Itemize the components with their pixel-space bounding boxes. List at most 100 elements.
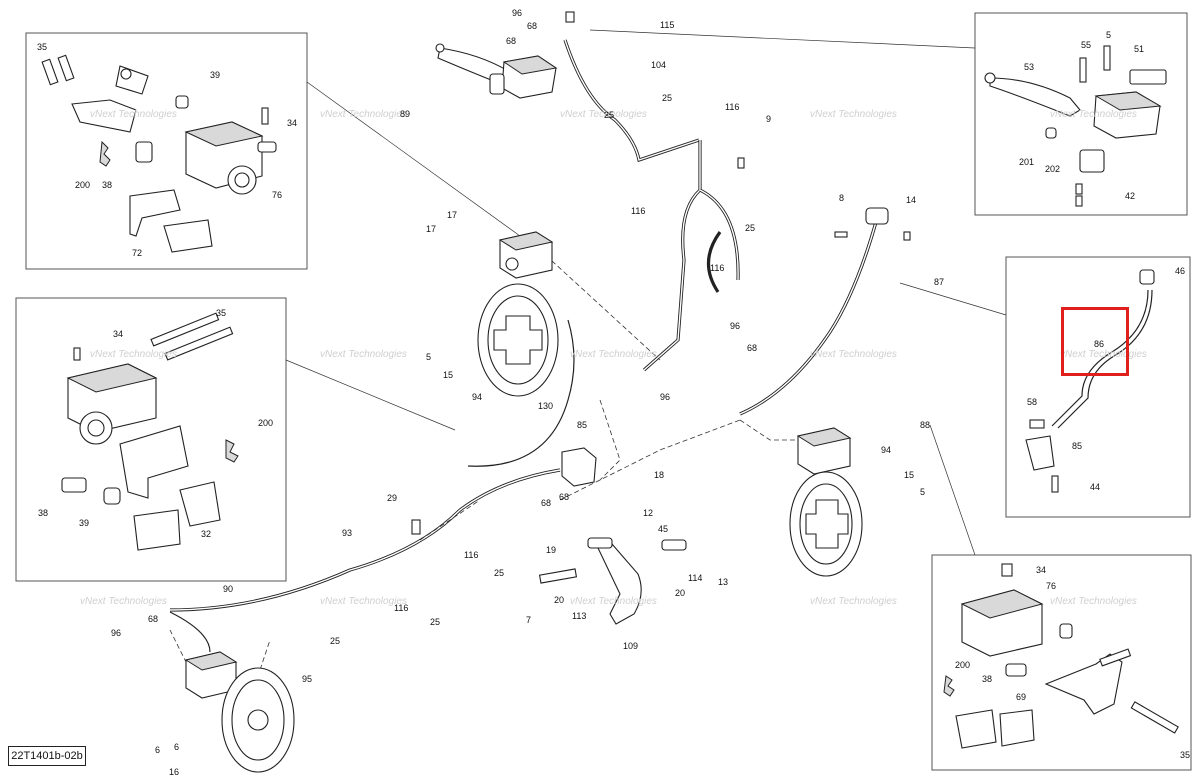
callout: 58 [1027, 397, 1037, 407]
callout: 114 [688, 573, 702, 583]
callout: 202 [1045, 164, 1060, 174]
callout: 8 [839, 193, 844, 203]
callout: 5 [426, 352, 431, 362]
inset-top-left [25, 32, 308, 270]
callout: 32 [201, 529, 211, 539]
callout: 116 [631, 206, 645, 216]
callout: 96 [111, 628, 121, 638]
callout: 20 [675, 588, 685, 598]
callout: 9 [766, 114, 771, 124]
inset-mid-right [1005, 256, 1191, 518]
watermark: vNext Technologies [810, 109, 897, 120]
inset-bottom-right-parts [943, 563, 1179, 749]
callout: 68 [506, 36, 516, 46]
callout: 39 [79, 518, 89, 528]
callout: 55 [1081, 40, 1091, 50]
watermark: vNext Technologies [320, 596, 407, 607]
callout: 38 [102, 180, 112, 190]
callout: 42 [1125, 191, 1135, 201]
callout: 69 [1016, 692, 1026, 702]
callout: 38 [982, 674, 992, 684]
callout: 34 [287, 118, 297, 128]
callout: 7 [526, 615, 531, 625]
part-highlight-box[interactable] [1061, 307, 1129, 376]
watermark: vNext Technologies [320, 349, 407, 360]
watermark: vNext Technologies [570, 349, 657, 360]
callout: 25 [330, 636, 340, 646]
callout: 45 [658, 524, 668, 534]
callout: 113 [572, 611, 586, 621]
callout: 200 [955, 660, 970, 670]
callout: 104 [651, 60, 666, 70]
callout: 116 [710, 263, 724, 273]
watermark: vNext Technologies [90, 349, 177, 360]
watermark: vNext Technologies [1050, 109, 1137, 120]
callout: 35 [216, 308, 226, 318]
diagram-reference-code: 22T1401b-02b [8, 746, 86, 766]
callouts-insets: 35 39 34 7 6 200 38 72 34 35 200 38 39 32… [37, 30, 1190, 760]
watermark: vNext Technologies [570, 596, 657, 607]
callout: 200 [75, 180, 90, 190]
callout: 96 [730, 321, 740, 331]
callout: 13 [718, 577, 728, 587]
watermark: vNext Technologies [1060, 349, 1147, 360]
callout: 116 [464, 550, 478, 560]
callout: 39 [210, 70, 220, 80]
callout: 15 [904, 470, 914, 480]
callout: 115 [660, 20, 674, 30]
callout: 18 [654, 470, 664, 480]
callout: 130 [538, 401, 553, 411]
callout: 6 [155, 745, 160, 755]
callout: 44 [1090, 482, 1100, 492]
watermark: vNext Technologies [320, 109, 407, 120]
watermark: vNext Technologies [560, 109, 647, 120]
callout: 25 [745, 223, 755, 233]
callout: 46 [1175, 266, 1185, 276]
watermark: vNext Technologies [90, 109, 177, 120]
callout: 17 [426, 224, 436, 234]
callouts-main: 96 68 68 115 104 25 25 116 9 89 116 17 1… [111, 8, 944, 777]
callout: 93 [342, 528, 352, 538]
callout: 90 [223, 584, 233, 594]
callout: 94 [472, 392, 482, 402]
inset-leaders [285, 29, 1007, 556]
callout: 109 [623, 641, 638, 651]
callout: 94 [881, 445, 891, 455]
callout: 89 [400, 109, 410, 119]
callout: 86 [1094, 339, 1104, 349]
inset-mid-right-parts [1025, 269, 1155, 493]
callout: 38 [38, 508, 48, 518]
callout: 72 [132, 248, 142, 258]
main-parts [184, 11, 911, 773]
watermark: vNext Technologies [1050, 596, 1137, 607]
callout: 96 [660, 392, 670, 402]
callout: 201 [1019, 157, 1034, 167]
callout: 29 [387, 493, 397, 503]
callout: 25 [662, 93, 672, 103]
brake-lines [169, 39, 878, 653]
callout: 5 [1106, 30, 1111, 40]
callout: 68 [559, 492, 569, 502]
inset-bottom-right [931, 554, 1192, 771]
callout: 5 [920, 487, 925, 497]
watermarks: vNext Technologies vNext Technologies vN… [80, 109, 1147, 607]
callout: 68 [541, 498, 551, 508]
callout: 85 [1072, 441, 1082, 451]
callout: 34 [113, 329, 123, 339]
callout: 116 [394, 603, 408, 613]
callout: 25 [430, 617, 440, 627]
callout: 95 [302, 674, 312, 684]
callout: 68 [148, 614, 158, 624]
callout: 35 [37, 42, 47, 52]
callout: 53 [1024, 62, 1034, 72]
callout: 116 [725, 102, 739, 112]
callout: 200 [258, 418, 273, 428]
callout: 19 [546, 545, 556, 555]
callout: 88 [920, 420, 930, 430]
callout: 16 [169, 767, 179, 777]
inset-top-right-parts [984, 45, 1167, 207]
callout: 68 [527, 21, 537, 31]
callout: 25 [604, 110, 614, 120]
callout: 12 [643, 508, 653, 518]
